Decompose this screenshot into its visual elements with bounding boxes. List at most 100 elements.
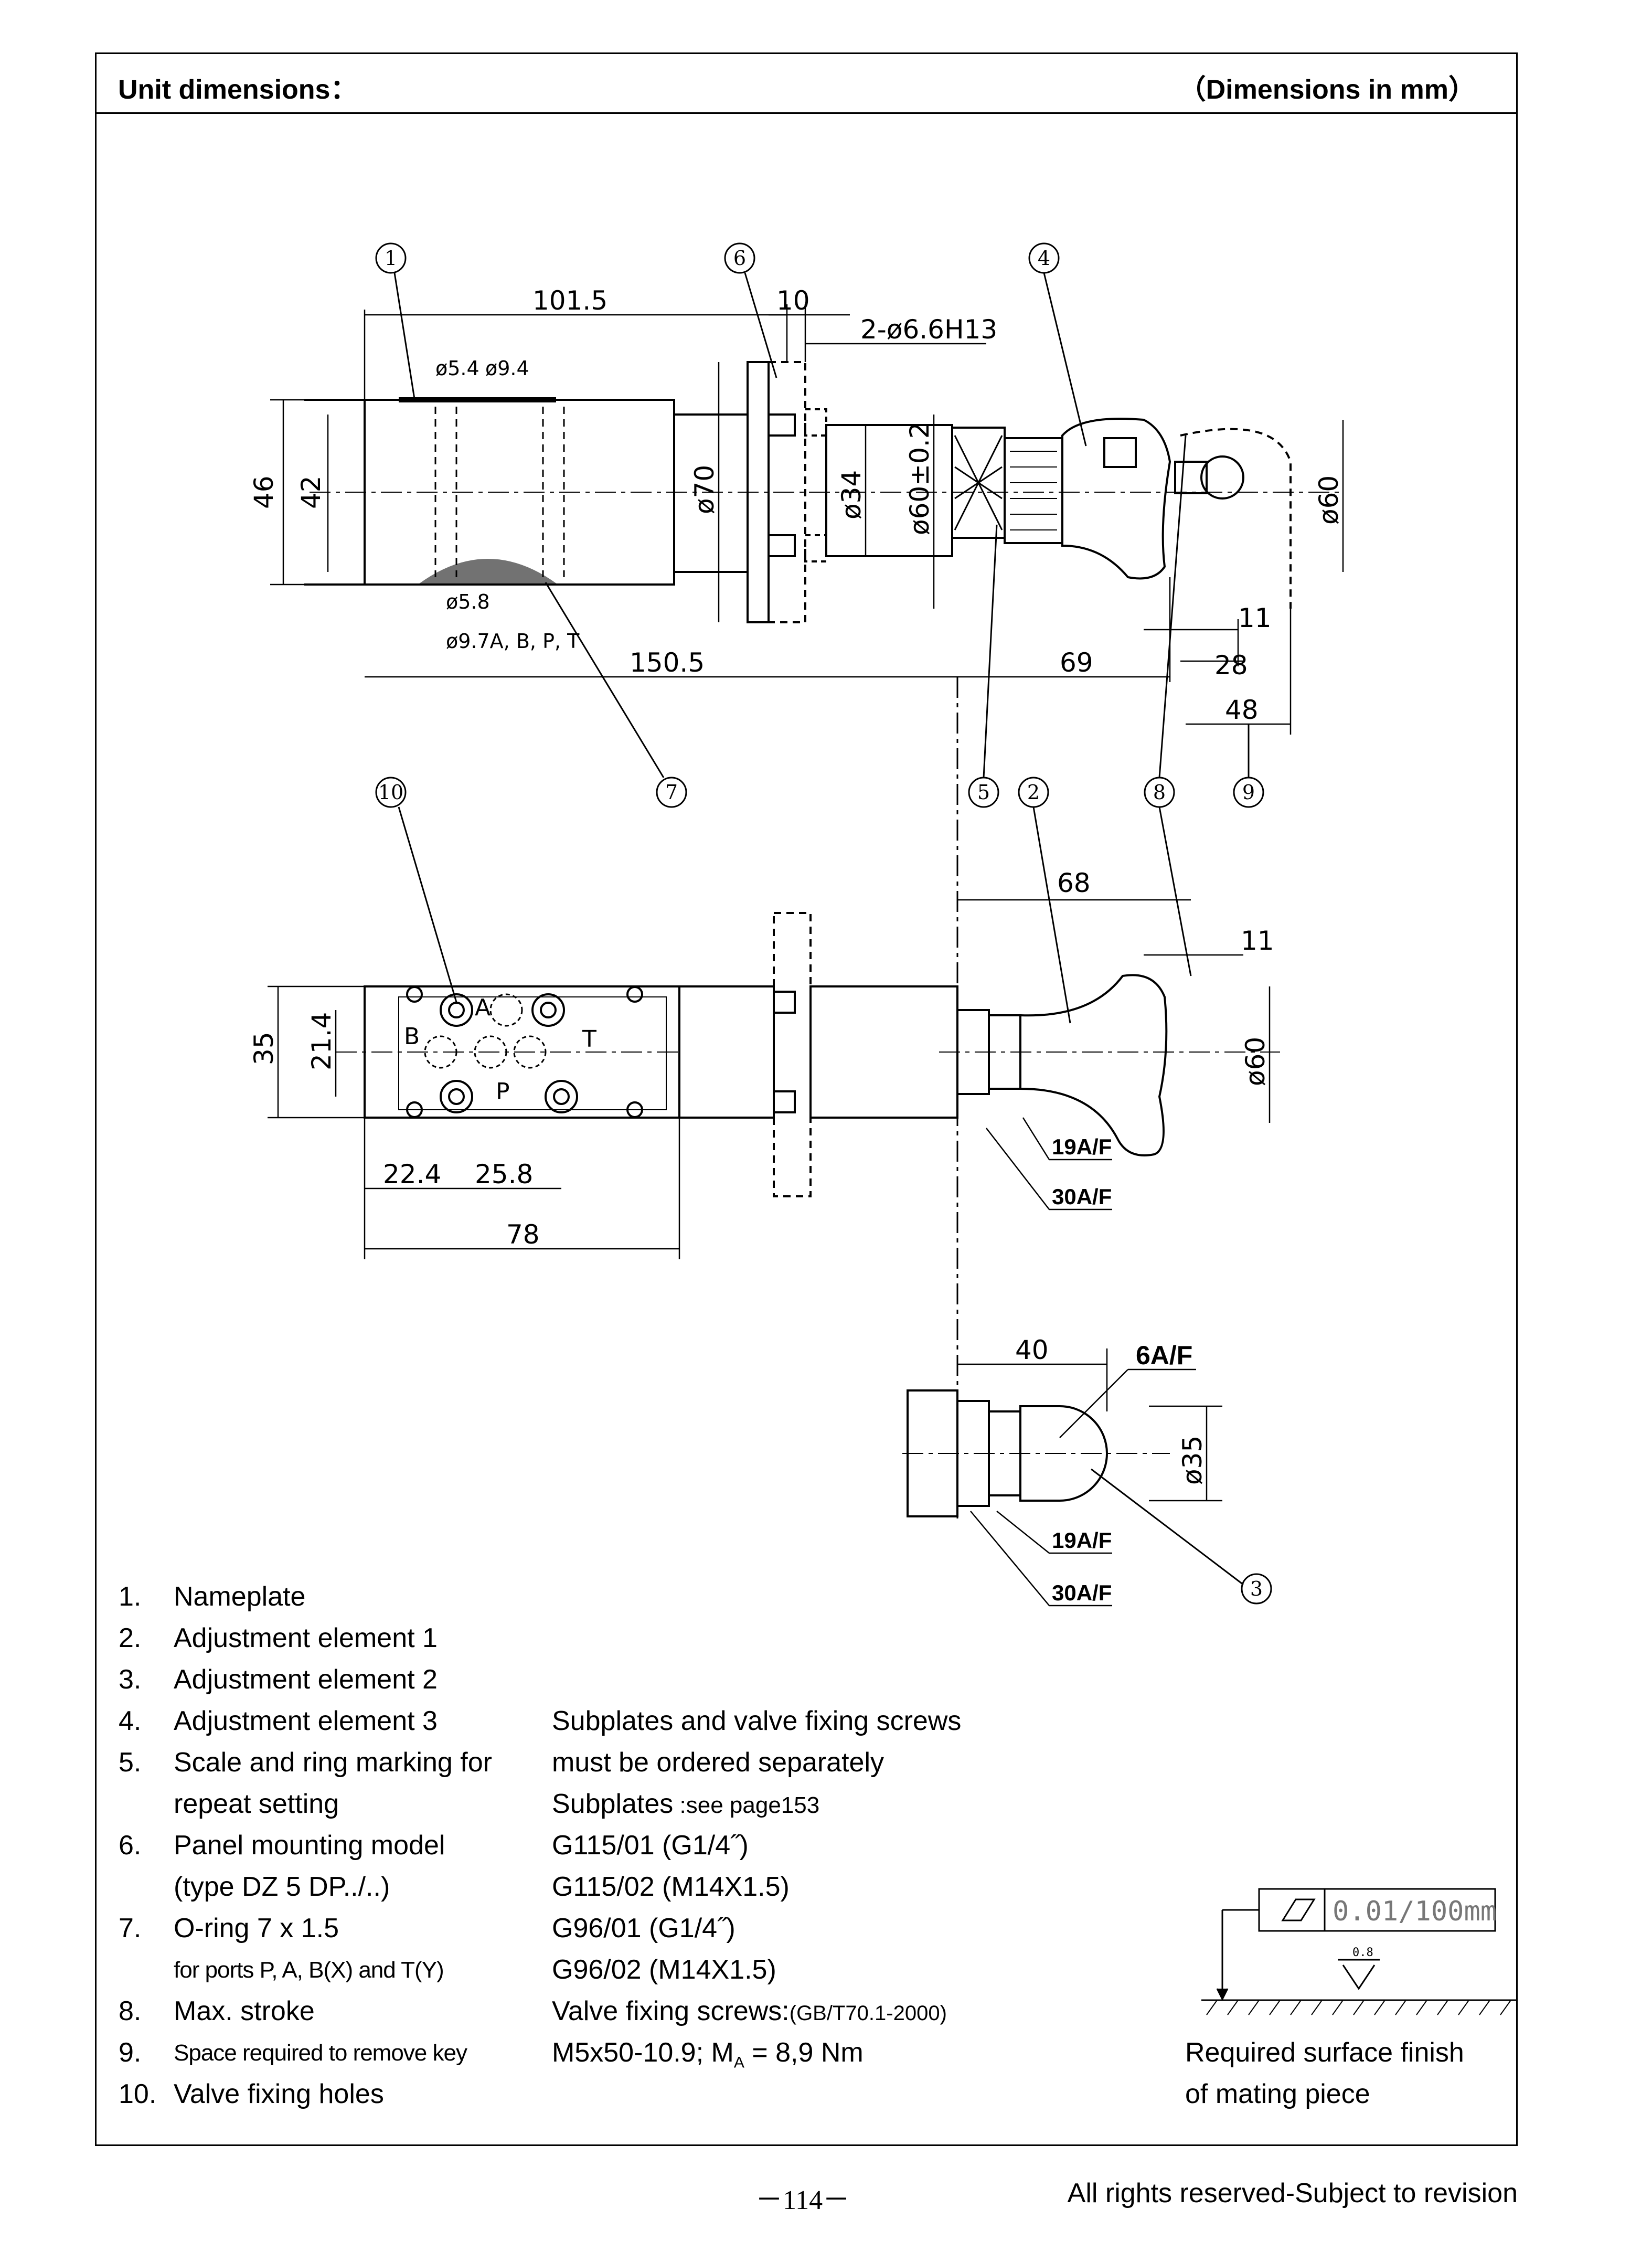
legend-item-cont: for ports P, A, B(X) and T(Y) — [174, 1957, 444, 1983]
legend-item: Adjustment element 1 — [174, 1623, 438, 1653]
callout-5: 5 — [977, 781, 990, 804]
screw-torque: = 8,9 Nm — [744, 2037, 864, 2068]
surface-finish-symbol — [1201, 1888, 1516, 2015]
legend-num: 4. — [119, 1706, 142, 1736]
middle-view-dimensions — [268, 899, 1271, 1259]
bottom-view — [902, 1389, 1170, 1517]
dim-48: 48 — [1225, 695, 1259, 725]
dim-11-mid: 11 — [1241, 926, 1274, 956]
callouts — [375, 242, 1272, 1605]
legend-num: 9. — [119, 2037, 142, 2068]
header-title: Unit dimensions： — [118, 75, 358, 105]
dim-d60-mid: ø60 — [1240, 1037, 1271, 1086]
dim-35: 35 — [249, 1032, 279, 1065]
dim-69: 69 — [1060, 647, 1093, 678]
legend-item: Adjustment element 3 — [174, 1706, 438, 1736]
legend-item: Max. stroke — [174, 1996, 315, 2026]
legend-item-cont: repeat setting — [174, 1789, 339, 1819]
legend-item: Panel mounting model — [174, 1830, 445, 1861]
dim-30af-bottom: 30A/F — [1052, 1580, 1112, 1605]
dim-6af: 6A/F — [1136, 1341, 1192, 1370]
dim-d5-4: ø5.4 — [435, 357, 479, 380]
screw-spec: M5x50-10.9; M — [552, 2037, 734, 2068]
dim-78: 78 — [506, 1219, 540, 1250]
dim-d60-top: ø60 — [1314, 475, 1344, 525]
subplates-line-6: G96/01 (G1/4˝) — [552, 1913, 736, 1943]
key — [1200, 455, 1244, 500]
dim-42: 42 — [296, 475, 326, 509]
legend-item: Scale and ring marking for — [174, 1747, 492, 1778]
roughness-value: 0.8 — [1352, 1946, 1373, 1959]
callout-8: 8 — [1153, 781, 1166, 804]
callout-1: 1 — [385, 247, 397, 270]
subplates-page-ref[interactable]: :see page153 — [673, 1792, 820, 1818]
rights-notice: All rights reserved-Subject to revision — [1067, 2178, 1518, 2208]
legend-item: Adjustment element 2 — [174, 1664, 438, 1695]
port-p: P — [496, 1078, 510, 1105]
handwheel-2 — [1019, 1405, 1108, 1502]
legend-num: 6. — [119, 1830, 142, 1861]
callout-4: 4 — [1038, 247, 1050, 270]
dim-d35: ø35 — [1177, 1436, 1208, 1485]
dim-d9-4: ø9.4 — [485, 357, 529, 380]
dim-150-5: 150.5 — [630, 647, 705, 678]
port-a: A — [475, 994, 491, 1021]
subplates-line-8: Valve fixing screws:(GB/T70.1-2000) — [552, 1991, 947, 2034]
callout-2: 2 — [1027, 781, 1040, 804]
fixing-screws-standard: (GB/T70.1-2000) — [789, 2002, 947, 2025]
surface-finish-line-2: of mating piece — [1185, 2079, 1370, 2109]
page-number: －114－ — [755, 2185, 850, 2215]
legend-num: 7. — [119, 1913, 142, 1943]
legend-item: O-ring 7 x 1.5 — [174, 1913, 339, 1943]
legend-num: 2. — [119, 1623, 142, 1653]
dim-40: 40 — [1015, 1335, 1049, 1365]
handwheel-1 — [1019, 974, 1168, 1156]
legend-num: 1. — [119, 1581, 142, 1612]
dim-22-4: 22.4 — [383, 1159, 441, 1189]
dim-30af-mid: 30A/F — [1052, 1184, 1112, 1209]
dim-101-5: 101.5 — [532, 285, 607, 316]
dim-d5-8: ø5.8 — [446, 590, 490, 613]
dim-25-8: 25.8 — [475, 1159, 533, 1189]
page-frame — [95, 52, 1518, 2146]
legend-num: 8. — [119, 1996, 142, 2026]
dim-68: 68 — [1057, 868, 1091, 898]
fixing-screws-label: Valve fixing screws: — [552, 1996, 790, 2026]
dim-19af-bottom: 19A/F — [1052, 1528, 1112, 1553]
callout-9: 9 — [1242, 781, 1255, 804]
subplates-line-5: G115/02 (M14X1.5) — [552, 1872, 790, 1902]
subplates-label: Subplates — [552, 1789, 674, 1819]
surface-finish-line-1: Required surface finish — [1185, 2037, 1464, 2068]
subplates-line-4: G115/01 (G1/4˝) — [552, 1830, 749, 1861]
dim-d60-tol: ø60±0.2 — [904, 422, 935, 535]
lock-handle — [1061, 418, 1171, 580]
subplates-line-2: must be ordered separately — [552, 1747, 884, 1778]
subplates-line-1: Subplates and valve fixing screws — [552, 1706, 962, 1736]
callout-10: 10 — [378, 781, 403, 804]
dim-19af-mid: 19A/F — [1052, 1134, 1112, 1159]
o-ring-section — [416, 559, 560, 586]
header-bar: Unit dimensions： （Dimensions in mm） — [95, 52, 1518, 114]
header-unit-note: （Dimensions in mm） — [1178, 75, 1476, 105]
dim-d9-7: ø9.7A, B, P, T — [446, 630, 580, 653]
legend-num: 5. — [119, 1747, 142, 1778]
callout-6: 6 — [733, 247, 746, 270]
port-t: T — [582, 1026, 596, 1053]
legend-list: 1.Nameplate 2.Adjustment element 1 3.Adj… — [119, 1576, 564, 2109]
flatness-tolerance: 0.01/100mm — [1333, 1896, 1497, 1927]
dim-2-holes: 2-ø6.6H13 — [860, 314, 997, 345]
dim-46: 46 — [249, 475, 279, 509]
top-view — [304, 361, 1343, 623]
port-b: B — [404, 1023, 420, 1050]
dim-28: 28 — [1214, 650, 1248, 681]
subplates-line-9: M5x50-10.9; MA = 8,9 Nm — [552, 2032, 864, 2083]
legend-num: 3. — [119, 1664, 142, 1695]
legend-num: 10. — [119, 2079, 157, 2109]
dim-21-4: 21.4 — [306, 1012, 337, 1070]
subplates-line-7: G96/02 (M14X1.5) — [552, 1955, 776, 1985]
dim-11-top: 11 — [1238, 603, 1272, 633]
screw-spec-subscript: A — [733, 2054, 744, 2072]
legend-item-cont: (type DZ 5 DP../..) — [174, 1872, 390, 1902]
callout-3: 3 — [1250, 1577, 1263, 1600]
